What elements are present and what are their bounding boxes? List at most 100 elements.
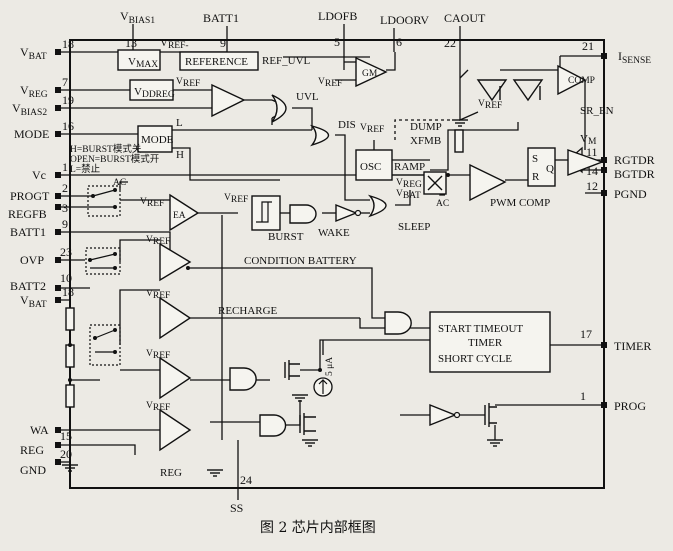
ac-switch-label: AC <box>113 178 126 188</box>
resistor-icon <box>65 307 75 331</box>
pin-18b-number: 18 <box>62 285 74 299</box>
timer-block-line-1: START TIMEOUT <box>438 323 523 335</box>
mode-note-2: OPEN=BURST模式开 <box>70 153 160 165</box>
gm-amplifier <box>355 56 388 88</box>
vref-minus-label: VREF- <box>160 37 189 51</box>
uvl-comparator <box>211 83 246 118</box>
ac-switch <box>87 185 121 217</box>
pin-16-number: 16 <box>62 119 74 133</box>
pin-21-number: 21 <box>582 39 594 53</box>
pin-2-number: 2 <box>62 181 68 195</box>
mosfet-icon <box>484 403 497 427</box>
reg-and-gate <box>259 414 287 437</box>
pin-wa-label: WA <box>30 423 49 437</box>
uvl-or-gate <box>271 94 287 123</box>
mode-note-3: L=禁止 <box>70 163 101 175</box>
pin-ovp-label: OVP <box>20 253 44 267</box>
ac-multiplier-label: AC <box>436 199 449 209</box>
pin-20-number: 20 <box>60 447 72 461</box>
comp-label: COMP <box>568 76 595 86</box>
ramp-label: RAMP <box>394 161 425 173</box>
pin-5-number: 5 <box>334 35 340 49</box>
pin-gnd-label: GND <box>20 463 46 477</box>
pin-11-number: 11 <box>586 145 598 159</box>
pin-pgnd-label: PGND <box>614 187 647 201</box>
pin-progt-label: PROGT <box>10 189 50 203</box>
pin-9-number: 9 <box>220 36 226 50</box>
pin-vbat2-label: VBAT <box>20 293 47 310</box>
osc-label: OSC <box>360 161 381 173</box>
vref-label: VREF <box>146 235 170 247</box>
pin-caout-label: CAOUT <box>444 11 486 25</box>
reference-block <box>179 51 259 71</box>
mosfet-icon <box>284 360 300 380</box>
xfmb-label: XFMB <box>410 135 441 147</box>
gm-label: GM <box>362 69 378 79</box>
pin-7-number: 7 <box>62 75 68 89</box>
vref-label: VREF <box>146 289 170 301</box>
pin-18-number: 18 <box>62 37 74 51</box>
condition-and-gate <box>384 311 412 335</box>
dis-label: DIS <box>338 119 356 131</box>
ground-icon <box>206 469 224 477</box>
inverter-bubble <box>453 411 461 419</box>
resistor-icon <box>65 344 75 368</box>
pin-ldofb-label: LDOFB <box>318 9 357 23</box>
pin-14-number: 14 <box>586 164 598 178</box>
resistor-icon <box>454 129 464 153</box>
figure-caption: 图 2 芯片内部框图 <box>260 520 376 536</box>
vref-label: VREF <box>146 401 170 413</box>
pin-bgtdr-label: BGTDR <box>614 167 655 181</box>
mosfet-icon <box>299 413 316 435</box>
condition-battery-comparator <box>159 242 192 282</box>
vref-label: VREF <box>360 123 384 135</box>
pin-timer-label: TIMER <box>614 339 651 353</box>
mode-note-1: H=BURST模式关 <box>70 143 142 155</box>
pin-batt1-top-label: BATT1 <box>203 11 239 25</box>
pin-1-number: 1 <box>62 160 68 174</box>
pin-vc-label: Vc <box>32 168 46 182</box>
pwm-comparator <box>469 163 507 202</box>
pin-reg-label: REG <box>20 443 44 457</box>
pwm-comp-label: PWM COMP <box>490 197 550 209</box>
ground-icon <box>451 119 469 127</box>
pin-22-number: 22 <box>444 36 456 50</box>
ground-icon <box>486 439 504 447</box>
lower-comparator <box>159 356 192 400</box>
pin-23-number: 23 <box>60 245 72 259</box>
pin-ss-label: SS <box>230 501 243 515</box>
sleep-or-gate <box>367 194 387 218</box>
vref-label: VREF <box>146 349 170 361</box>
sr-s-label: S <box>532 153 538 165</box>
vmax-block <box>117 49 161 71</box>
uvl-label: UVL <box>296 91 319 103</box>
mode-block <box>137 125 173 153</box>
resistor-icon <box>65 384 75 408</box>
pin-19-number: 19 <box>62 93 74 107</box>
condition-battery-label: CONDITION BATTERY <box>244 255 357 267</box>
pin-17-number: 17 <box>580 327 592 341</box>
inverter-bubble <box>354 209 362 217</box>
vmax-label: VMAX <box>128 56 158 70</box>
pin-vbias2-label: VBIAS2 <box>12 101 47 118</box>
current-source-label: 5 μA <box>325 357 335 376</box>
osc-block <box>355 149 393 181</box>
pin-batt1-label: BATT1 <box>10 225 46 239</box>
vbat-switch <box>89 324 121 366</box>
pin-1-right-number: 1 <box>580 389 586 403</box>
timer-block-line-3: SHORT CYCLE <box>438 353 512 365</box>
sr-q-label: Q <box>546 163 554 175</box>
recharge-label: RECHARGE <box>218 305 278 317</box>
hysteresis-icon <box>256 201 272 223</box>
ea-amplifier <box>169 193 200 232</box>
pin-mode-label: MODE <box>14 127 49 141</box>
pin-rgtdr-label: RGTDR <box>614 153 655 167</box>
sr-r-label: R <box>532 171 540 183</box>
mode-l-label: L <box>176 117 183 129</box>
mode-block-label: MODE <box>141 134 174 146</box>
sr-en-label: SR_EN <box>580 105 614 117</box>
reg-amp-label: REG <box>160 467 182 479</box>
pin-batt2-label: BATT2 <box>10 279 46 293</box>
burst-comparator-block <box>251 195 281 231</box>
multiply-icon <box>427 175 443 191</box>
